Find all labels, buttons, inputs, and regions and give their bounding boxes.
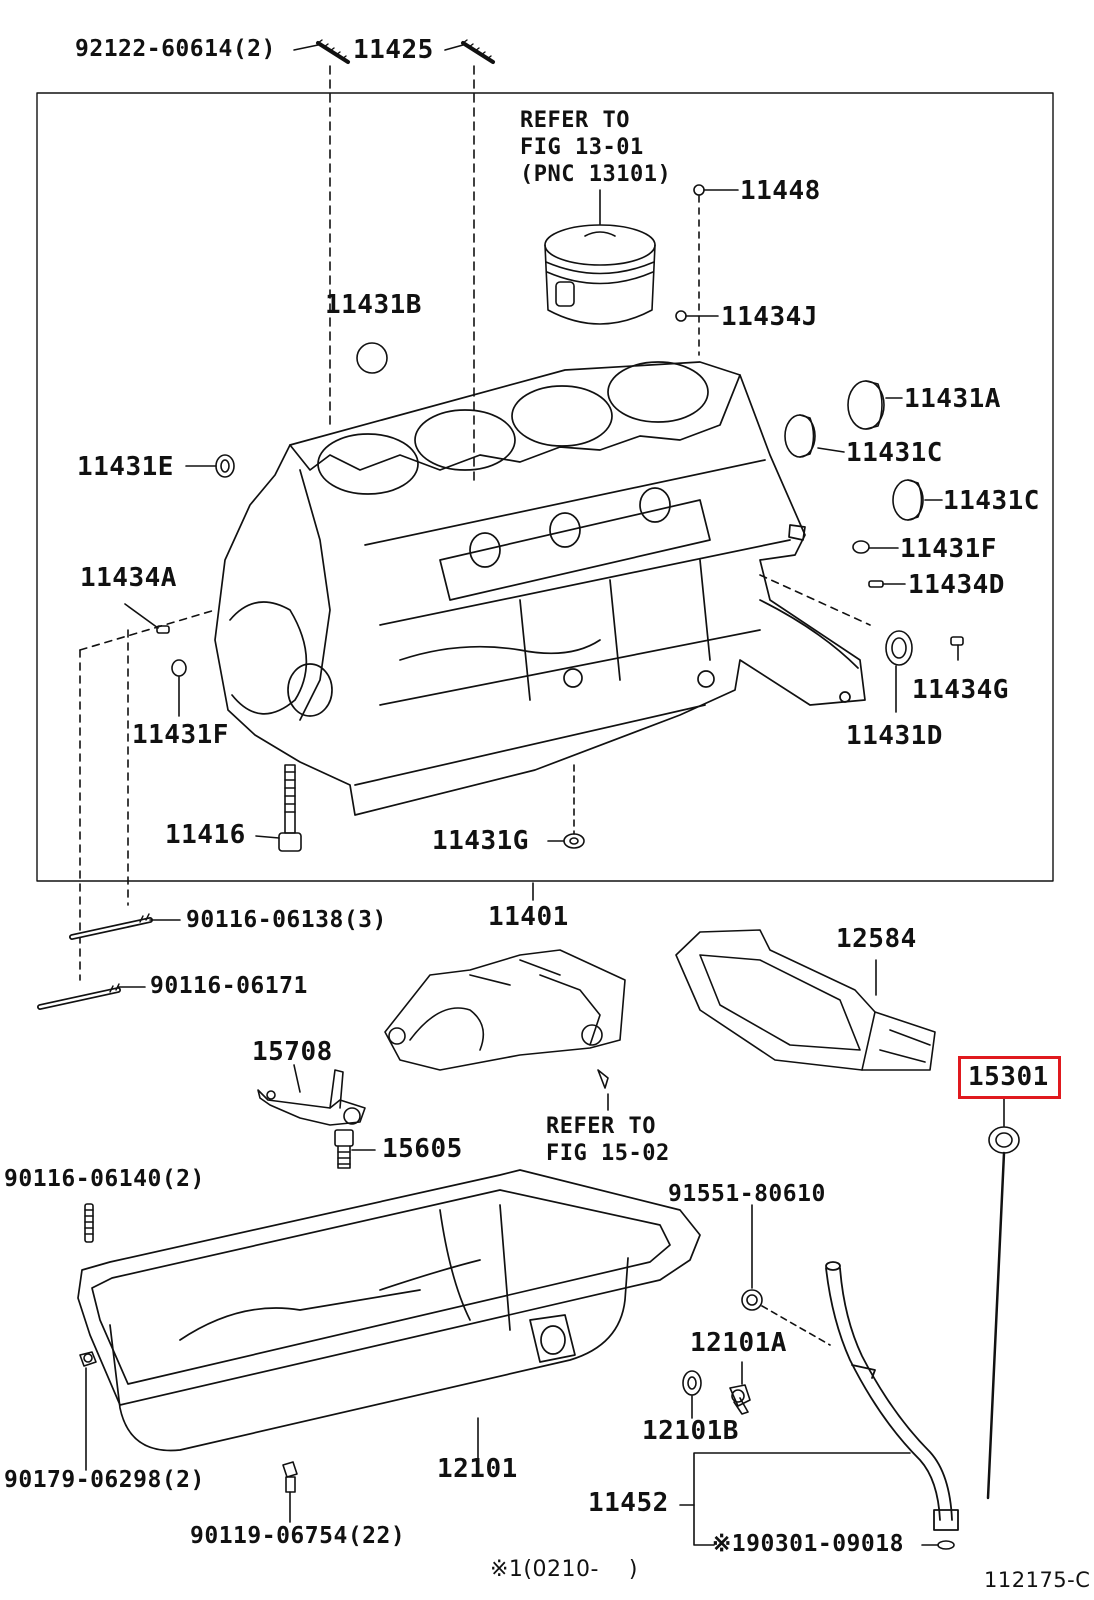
bolt-91551-icon xyxy=(742,1290,762,1310)
part-label-11431F-right: 11431F xyxy=(900,534,997,564)
dipstick-icon xyxy=(988,1127,1019,1498)
part-label-15605: 15605 xyxy=(382,1134,463,1164)
part-label-12101A: 12101A xyxy=(690,1328,787,1358)
oil-pump-icon xyxy=(385,950,625,1070)
part-label-90116-06171: 90116-06171 xyxy=(150,973,308,999)
refer-note-fig-13-01: REFER TO FIG 13-01 (PNC 13101) xyxy=(520,108,672,187)
oil-baffle-icon xyxy=(676,930,935,1070)
part-label-11431E: 11431E xyxy=(77,452,174,482)
diagram-id: 112175-C xyxy=(984,1568,1091,1592)
stud-90116-06171-icon xyxy=(40,984,119,1007)
part-label-91551-80610: 91551-80610 xyxy=(668,1181,826,1207)
part-label-12584: 12584 xyxy=(836,924,917,954)
part-label-11431F-left: 11431F xyxy=(132,720,229,750)
plug-11431F-l-icon xyxy=(172,660,186,676)
part-label-15708: 15708 xyxy=(252,1037,333,1067)
oil-pan-icon xyxy=(78,1170,700,1450)
footnote-applicability: ※1(0210- ) xyxy=(490,1557,638,1582)
part-label-11434G: 11434G xyxy=(912,675,1009,705)
stud-92122-icon xyxy=(318,40,348,62)
part-label-12101: 12101 xyxy=(437,1454,518,1484)
part-label-11425: 11425 xyxy=(353,35,434,65)
refer-note-fig-15-02: REFER TO FIG 15-02 xyxy=(546,1114,670,1166)
part-label-11401: 11401 xyxy=(488,902,569,932)
piston-icon xyxy=(545,225,655,324)
part-label-11452: 11452 xyxy=(588,1488,669,1518)
stud-90116-06140-icon xyxy=(85,1204,93,1242)
part-label-90179-06298: 90179-06298(2) xyxy=(4,1467,205,1493)
pin-11434J-icon xyxy=(676,311,686,321)
stud-90116-06138-icon xyxy=(72,914,150,937)
part-label-11431A: 11431A xyxy=(904,384,1001,414)
oil-pump-bolt-icon xyxy=(598,1070,608,1088)
part-label-11448: 11448 xyxy=(740,176,821,206)
plug-12101A-icon xyxy=(730,1385,750,1414)
part-label-90116-06140: 90116-06140(2) xyxy=(4,1166,205,1192)
part-label-11434D: 11434D xyxy=(908,570,1005,600)
seal-11431D-icon xyxy=(886,631,912,665)
plug-11448-icon xyxy=(694,185,704,195)
drain-plug-15605-icon xyxy=(335,1130,353,1168)
part-label-11434A: 11434A xyxy=(80,563,177,593)
part-label-11431B: 11431B xyxy=(325,290,422,320)
bolt-90179-icon xyxy=(80,1352,96,1366)
part-label-90119-06754: 90119-06754(22) xyxy=(190,1523,406,1549)
plug-11431G-icon xyxy=(564,834,584,848)
bolt-90119-icon xyxy=(283,1462,297,1492)
part-label-90116-06138: 90116-06138(3) xyxy=(186,907,387,933)
leader-11425 xyxy=(445,45,463,50)
part-label-92122: 92122-60614(2) xyxy=(75,36,276,62)
part-label-11434J: 11434J xyxy=(721,302,818,332)
plug-11431C-1-icon xyxy=(785,415,815,457)
part-label-190301-09018: ※190301-09018 xyxy=(712,1531,904,1557)
plug-11431C-2-icon xyxy=(893,480,923,520)
part-label-11431D: 11431D xyxy=(846,721,943,751)
leader-92122 xyxy=(294,45,318,50)
pin-11434G-icon xyxy=(951,637,963,645)
plug-11431A-icon xyxy=(848,381,884,429)
pin-11434A-icon xyxy=(157,626,169,633)
dipstick-guide-icon xyxy=(826,1262,958,1530)
part-label-11431G: 11431G xyxy=(432,826,529,856)
leader-11452 xyxy=(694,1453,910,1545)
part-label-11431C-2: 11431C xyxy=(943,486,1040,516)
part-label-11416: 11416 xyxy=(165,820,246,850)
bolt-11416-icon xyxy=(279,765,301,851)
plug-11431B-icon xyxy=(357,343,387,373)
cylinder-block-icon xyxy=(215,362,865,815)
part-label-12101B: 12101B xyxy=(642,1416,739,1446)
plug-11431F-r-icon xyxy=(853,541,869,553)
oil-level-sensor-icon xyxy=(258,1070,365,1125)
clamp-190301-icon xyxy=(938,1541,954,1549)
gasket-12101B-icon xyxy=(683,1371,701,1395)
part-label-11431C-1: 11431C xyxy=(846,438,943,468)
ring-11431E-icon xyxy=(216,455,234,477)
highlight-box-15301 xyxy=(958,1056,1061,1099)
stud-11425-icon xyxy=(463,40,493,62)
part-label-15301: 15301 xyxy=(968,1062,1049,1092)
pin-11434D-icon xyxy=(869,581,883,587)
block-group-frame xyxy=(37,93,1053,881)
